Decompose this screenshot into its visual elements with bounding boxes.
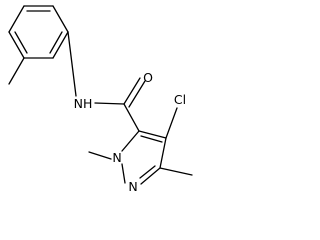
bond-benz-c3-c4 (52, 31, 69, 59)
bond-benz-inner-2 (49, 31, 63, 54)
bond-c4-chlorine (165, 107, 178, 139)
bond-c4-c3 (159, 137, 167, 169)
atom-label-oxygen: O (143, 70, 153, 85)
atom-label-amide-nh: NH (74, 96, 93, 111)
structure-canvas: O NH Cl N N (8, 5, 193, 194)
bond-n2-n1 (121, 163, 126, 184)
bond-benz-c2-c3 (52, 5, 69, 33)
bond-aryl-nh (67, 31, 77, 97)
chemical-structure-diagram: O NH Cl N N (8, 5, 193, 194)
atom-label-ring-n1: N (112, 150, 121, 165)
bond-benz-inner-3 (14, 31, 28, 54)
bond-c3-methyl (159, 167, 193, 176)
bond-c3-n2-inner (139, 165, 156, 179)
bond-carbonyl-c5 (123, 103, 140, 132)
benzene-ring (8, 5, 69, 59)
bond-nh-carbonyl (94, 102, 125, 105)
bond-n1-c5 (121, 130, 140, 152)
pyrazole-ring (121, 130, 167, 185)
atom-label-ring-n2: N (128, 179, 137, 194)
bond-c3-n2 (140, 167, 161, 185)
bond-carbonyl-oxygen-a (123, 77, 141, 105)
bond-benz-c6-c1 (8, 5, 25, 33)
bond-n1-methyl (88, 151, 112, 160)
bond-carbonyl-oxygen-b (128, 80, 146, 108)
atom-label-chlorine: Cl (174, 92, 186, 107)
bond-aryl-methyl (8, 57, 25, 85)
bond-c5-c4 (138, 130, 167, 139)
bond-benz-c5-c6 (8, 31, 25, 59)
bond-c5-c4-inner (140, 135, 163, 143)
